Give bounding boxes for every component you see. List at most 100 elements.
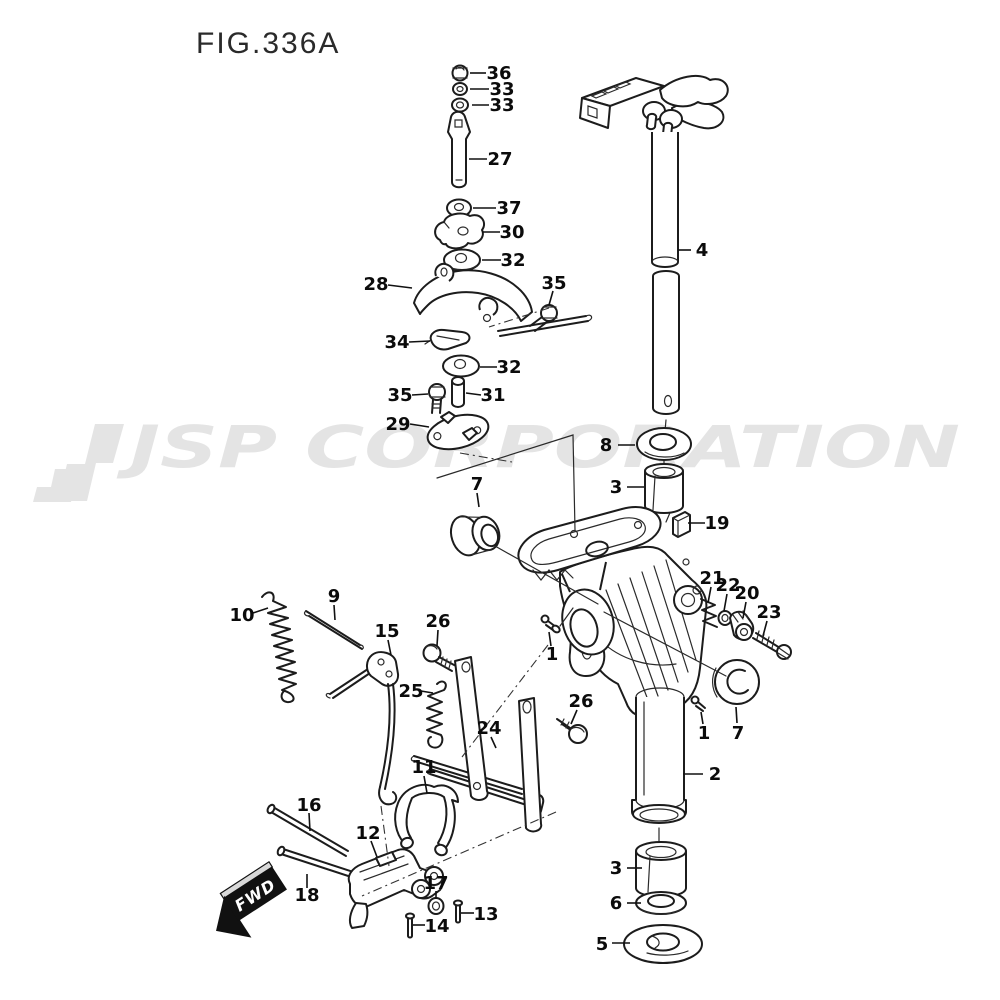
part-5-washer — [623, 924, 703, 964]
callout-leader-34 — [408, 340, 431, 343]
callout-leader-24 — [490, 736, 497, 749]
callout-leader-26 — [436, 629, 439, 647]
callout-25: 25 — [398, 681, 423, 702]
callout-leader-35 — [548, 290, 554, 306]
part-12-bracket — [347, 848, 444, 929]
part-15-lever — [325, 651, 400, 806]
part-33-washer-a — [452, 82, 468, 96]
part-2-tilt-tube — [631, 687, 687, 824]
callout-11: 11 — [411, 757, 436, 778]
part-29-plate — [426, 411, 490, 451]
callout-9: 9 — [328, 586, 341, 607]
callout-30: 30 — [499, 222, 524, 243]
callout-5: 5 — [596, 934, 609, 955]
callout-leader-1 — [548, 631, 552, 647]
callout-33: 33 — [489, 79, 514, 100]
callout-leader-28 — [387, 284, 413, 289]
callout-21: 21 — [699, 568, 724, 589]
callout-18: 18 — [294, 885, 319, 906]
part-27-tilt-lever — [447, 110, 471, 189]
callout-leader-21 — [707, 586, 712, 604]
callout-leader-12 — [370, 840, 378, 858]
callout-17: 17 — [423, 873, 448, 894]
callout-24: 24 — [476, 718, 501, 739]
watermark-text: JSP CORPORATION — [116, 413, 960, 481]
swivel-bracket-body — [517, 506, 708, 718]
part-20-plug — [729, 610, 755, 641]
callout-37: 37 — [496, 198, 521, 219]
figure-title: FIG.336A — [196, 27, 340, 60]
part-31-pin — [451, 376, 465, 408]
part-1-grease-nipple-left — [540, 607, 574, 634]
callout-28: 28 — [363, 274, 388, 295]
part-33-washer-b — [451, 97, 469, 113]
callout-13: 13 — [473, 904, 498, 925]
part-30-cam — [434, 212, 486, 250]
callout-leader-7 — [735, 706, 738, 724]
callout-1: 1 — [698, 723, 711, 744]
part-35-bolt-lower — [428, 383, 446, 414]
callout-leader-20 — [742, 601, 747, 619]
callout-leader-29 — [409, 423, 430, 428]
callout-leader-1 — [700, 711, 704, 725]
callout-29: 29 — [385, 414, 410, 435]
callout-leader-26 — [570, 709, 578, 725]
callout-7: 7 — [732, 723, 745, 744]
callout-36: 36 — [486, 63, 511, 84]
callout-3: 3 — [610, 477, 623, 498]
part-3-bushing-upper — [644, 463, 684, 514]
part-11-clamp — [394, 783, 459, 857]
fwd-arrow-head — [216, 895, 252, 938]
callout-31: 31 — [480, 385, 505, 406]
part-24-link — [410, 656, 545, 833]
callout-35: 35 — [387, 385, 412, 406]
part-13-pin — [453, 899, 463, 924]
part-37-washer — [446, 198, 472, 218]
part-3-bushing-lower — [635, 841, 687, 898]
callout-23: 23 — [756, 602, 781, 623]
part-32-washer-a — [443, 248, 481, 272]
part-8-washer — [636, 427, 692, 461]
callout-16: 16 — [296, 795, 321, 816]
callout-15: 15 — [374, 621, 399, 642]
callout-leader-9 — [333, 604, 336, 621]
part-32-washer-b — [442, 354, 480, 378]
callout-14: 14 — [424, 916, 449, 937]
part-7-bushing-upper — [449, 515, 501, 557]
callout-35: 35 — [541, 273, 566, 294]
callout-26: 26 — [425, 611, 450, 632]
callout-1: 1 — [546, 644, 559, 665]
callout-2: 2 — [709, 764, 722, 785]
part-16-rod — [266, 803, 349, 857]
callout-22: 22 — [715, 575, 740, 596]
part-7-bushing-lower — [711, 659, 760, 705]
part-34-plate — [424, 328, 471, 351]
mounting-guide-lines — [436, 434, 576, 531]
part-1-grease-nipple-right — [690, 695, 706, 712]
fwd-arrow: FWD — [216, 861, 287, 938]
part-9-rod — [303, 610, 364, 650]
callout-26: 26 — [568, 691, 593, 712]
callout-leader-10 — [252, 607, 269, 614]
part-6-washer — [635, 891, 687, 915]
part-14-pin — [405, 912, 415, 939]
callout-leader-16 — [308, 812, 311, 832]
callout-32: 32 — [496, 357, 521, 378]
part-28-steering-arm — [413, 262, 593, 337]
part-21-spring — [700, 598, 718, 628]
callout-8: 8 — [600, 435, 613, 456]
callout-4: 4 — [696, 240, 709, 261]
callout-6: 6 — [610, 893, 623, 914]
callout-leader-7 — [476, 492, 480, 508]
callout-27: 27 — [487, 149, 512, 170]
callout-leader-25 — [420, 690, 434, 694]
callout-20: 20 — [734, 583, 759, 604]
callout-leader-11 — [423, 775, 428, 794]
callout-7: 7 — [471, 474, 484, 495]
part-26-bolt-right — [556, 718, 588, 744]
callout-34: 34 — [384, 332, 409, 353]
callout-leader-22 — [723, 593, 728, 612]
